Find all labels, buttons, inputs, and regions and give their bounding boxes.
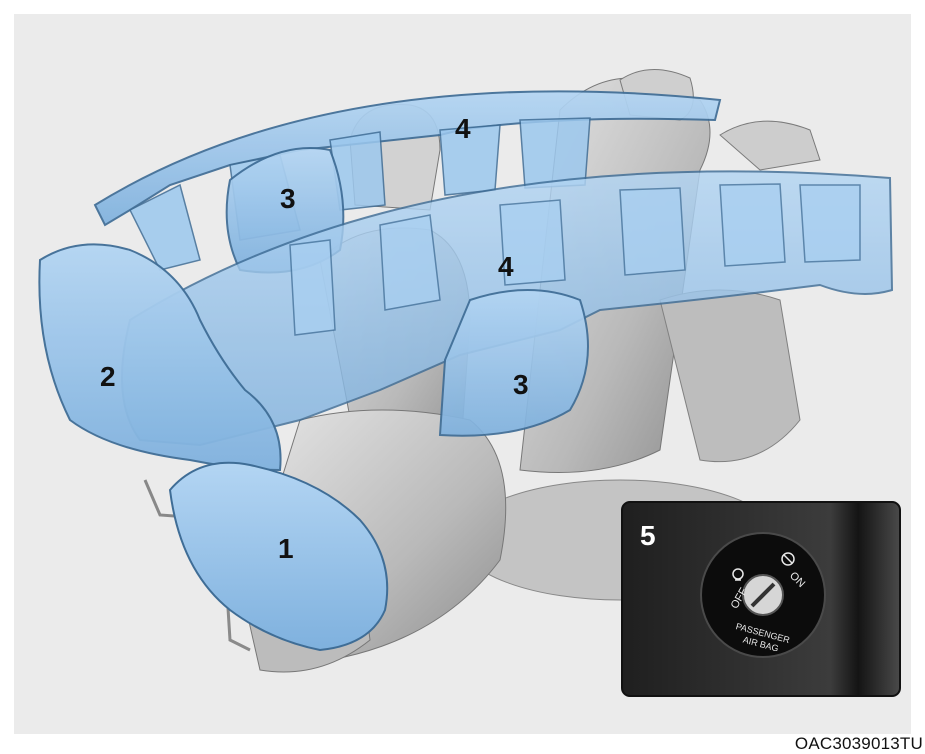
callout-5: 5: [640, 520, 656, 551]
callout-4-rear: 4: [455, 113, 471, 144]
callout-3-right: 3: [513, 369, 529, 400]
callout-3-left: 3: [280, 183, 296, 214]
callout-1: 1: [278, 533, 294, 564]
switch-inset: 5 OFF ON PASSENGER AIR BAG: [622, 502, 900, 696]
figure-code: OAC3039013TU: [795, 734, 923, 754]
callout-4-front: 4: [498, 251, 514, 282]
callout-2: 2: [100, 361, 116, 392]
